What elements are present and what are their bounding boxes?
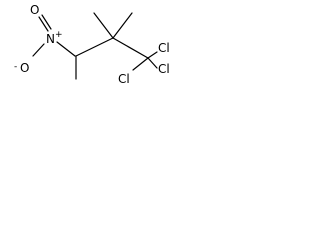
atom-oxygen-double: O (30, 3, 39, 17)
bond-c2-methyl-right (112, 12, 133, 39)
structure-canvas: O N + O - Cl Cl Cl (0, 0, 183, 115)
atom-oxygen-single: O (20, 61, 29, 75)
bond-c1-cl-bottom (132, 57, 149, 71)
bond-c2-c1 (112, 37, 149, 59)
atom-oxygen-charge: - (14, 62, 17, 72)
atom-nitrogen: N (46, 32, 55, 46)
bond-c3-c2 (75, 37, 114, 57)
atom-chlorine-bottom: Cl (118, 72, 130, 86)
bond-n-o-double-a (38, 16, 49, 32)
bond-c1-cl-top (147, 51, 158, 59)
atom-chlorine-top: Cl (158, 41, 170, 55)
atom-chlorine-right: Cl (158, 62, 170, 76)
bond-layer (32, 12, 158, 80)
bond-c2-methyl-left (93, 12, 114, 39)
molecule-diagram: O N + O - Cl Cl Cl (14, 3, 170, 86)
bond-n-o-double-b (41, 14, 52, 30)
bond-n-o-single (32, 43, 45, 57)
bond-n-c3 (56, 41, 76, 57)
atom-nitrogen-charge: + (55, 30, 63, 40)
bond-c1-cl-right (147, 57, 158, 69)
